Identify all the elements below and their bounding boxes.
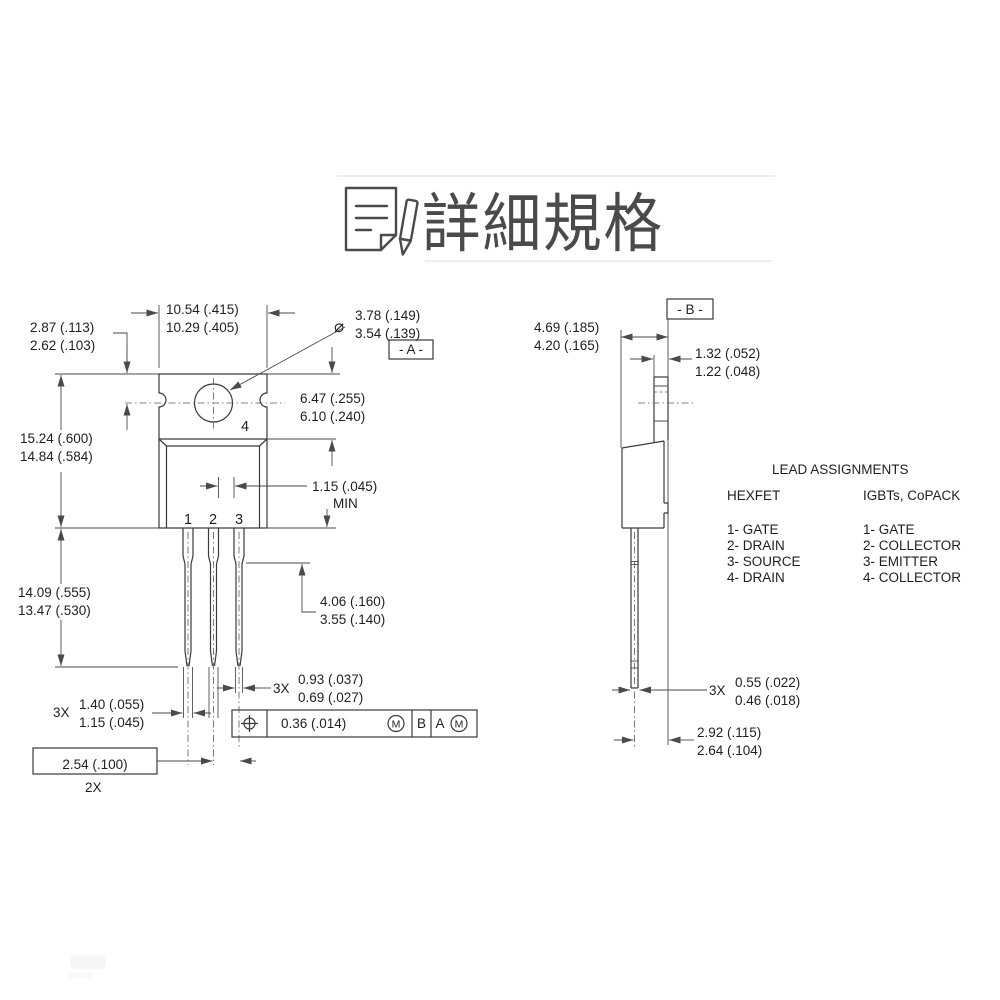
- svg-text:1.15 (.045): 1.15 (.045): [79, 715, 144, 730]
- datum-b-flag: - B -: [666, 298, 714, 320]
- dim-lead-thickness: 3X 0.55 (.022) 0.46 (.018): [612, 675, 800, 708]
- svg-text:4.06 (.160): 4.06 (.160): [320, 594, 385, 609]
- svg-text:2.87 (.113): 2.87 (.113): [30, 320, 94, 335]
- pin3-label: 3: [235, 512, 243, 528]
- svg-text:M: M: [392, 719, 401, 731]
- dim-lead-pitch: 2.54 (.100) 2X: [32, 747, 256, 795]
- svg-text:3X: 3X: [53, 705, 70, 720]
- svg-text:1.15 (.045): 1.15 (.045): [312, 479, 377, 494]
- datum-a-flag: - A -: [388, 339, 434, 360]
- pin4-label: 4: [241, 419, 249, 435]
- svg-text:3X: 3X: [273, 681, 290, 696]
- svg-text:4.20 (.165): 4.20 (.165): [534, 338, 599, 353]
- svg-text:1.40 (.055): 1.40 (.055): [79, 697, 144, 712]
- dim-lead-width: 3X 1.40 (.055) 1.15 (.045): [53, 697, 211, 730]
- hexfet-row: 2- DRAIN: [727, 538, 785, 553]
- header: 詳細規格: [344, 186, 664, 260]
- svg-text:10.54 (.415): 10.54 (.415): [166, 302, 239, 317]
- dim-body-thickness: 4.69 (.185) 4.20 (.165): [534, 320, 668, 448]
- svg-text:10.29 (.405): 10.29 (.405): [166, 320, 239, 335]
- svg-text:1.32 (.052): 1.32 (.052): [695, 346, 760, 361]
- svg-text:1.22 (.048): 1.22 (.048): [695, 364, 760, 379]
- dim-tip-width: 3X 0.93 (.037) 0.69 (.027): [217, 672, 363, 705]
- svg-text:4.69 (.185): 4.69 (.185): [534, 320, 599, 335]
- side-view: - B -: [534, 298, 800, 758]
- svg-text:14.84 (.584): 14.84 (.584): [20, 449, 93, 464]
- svg-text:2.54 (.100): 2.54 (.100): [62, 757, 127, 772]
- igbt-row: 4- COLLECTOR: [863, 570, 961, 585]
- svg-text:6.47 (.255): 6.47 (.255): [300, 391, 365, 406]
- svg-text:0.36 (.014): 0.36 (.014): [281, 716, 346, 731]
- dim-lead-gap: 1.15 (.045) MIN: [200, 477, 377, 511]
- svg-text:MIN: MIN: [333, 496, 358, 511]
- svg-text:2.62 (.103): 2.62 (.103): [30, 338, 95, 353]
- svg-text:2X: 2X: [85, 780, 102, 795]
- dim-hole-diameter: ⌀ 3.78 (.149) 3.54 (.139): [229, 308, 420, 391]
- position-symbol: [241, 715, 258, 732]
- igbt-row: 2- COLLECTOR: [863, 538, 961, 553]
- svg-text:0.69 (.027): 0.69 (.027): [298, 690, 363, 705]
- lead-assignments: LEAD ASSIGNMENTS HEXFET IGBTs, CoPACK 1-…: [727, 462, 961, 585]
- svg-text:3.55 (.140): 3.55 (.140): [320, 612, 385, 627]
- lead-assignments-title: LEAD ASSIGNMENTS: [772, 462, 909, 477]
- svg-text:A: A: [435, 716, 444, 731]
- svg-text:15.24 (.600): 15.24 (.600): [20, 431, 93, 446]
- svg-text:- B -: - B -: [677, 302, 703, 317]
- dim-lead-length: 14.09 (.555) 13.47 (.530): [18, 529, 178, 668]
- lead-3: [233, 528, 245, 693]
- svg-text:3X: 3X: [709, 683, 726, 698]
- mmc-modifier-circle: [450, 714, 468, 733]
- svg-text:3.54 (.139): 3.54 (.139): [355, 326, 420, 341]
- dim-shoulder-length: 4.06 (.160) 3.55 (.140): [246, 509, 385, 627]
- svg-text:6.10 (.240): 6.10 (.240): [300, 409, 365, 424]
- front-view: 4 1 2 3: [18, 302, 478, 795]
- body-outline: [158, 438, 268, 529]
- hexfet-row: 3- SOURCE: [727, 554, 801, 569]
- pen-icon: [398, 198, 419, 256]
- hexfet-row: 1- GATE: [727, 522, 779, 537]
- svg-text:0.93 (.037): 0.93 (.037): [298, 672, 363, 687]
- side-tab: [653, 376, 669, 442]
- tolerance-frame: 0.36 (.014) M B A M: [231, 709, 478, 738]
- dim-overall-height: 15.24 (.600) 14.84 (.584): [20, 373, 159, 529]
- igbt-header: IGBTs, CoPACK: [863, 488, 960, 503]
- page-title: 詳細規格: [422, 188, 664, 260]
- svg-text:M: M: [455, 719, 464, 731]
- dim-tab-width: 10.54 (.415) 10.29 (.405): [131, 302, 295, 368]
- dim-lead-offset: 2.92 (.115) 2.64 (.104): [614, 725, 762, 758]
- svg-text:3.78 (.149): 3.78 (.149): [355, 308, 420, 323]
- pin1-label: 1: [184, 512, 192, 528]
- side-lead: [630, 528, 639, 689]
- svg-text:14.09 (.555): 14.09 (.555): [18, 585, 91, 600]
- igbt-row: 3- EMITTER: [863, 554, 938, 569]
- side-body: [621, 440, 669, 529]
- watermark-lines: [68, 175, 775, 979]
- dim-tab-height: 6.47 (.255) 6.10 (.240): [267, 347, 365, 466]
- svg-text:0.46 (.018): 0.46 (.018): [735, 693, 800, 708]
- svg-text:0.55 (.022): 0.55 (.022): [735, 675, 800, 690]
- pin2-label: 2: [209, 512, 217, 528]
- document-pen-icon: [344, 186, 419, 256]
- diameter-symbol: ⌀: [334, 317, 344, 336]
- dim-hole-offset: 2.87 (.113) 2.62 (.103): [30, 320, 131, 430]
- svg-text:13.47 (.530): 13.47 (.530): [18, 603, 91, 618]
- hexfet-row: 4- DRAIN: [727, 570, 785, 585]
- igbt-row: 1- GATE: [863, 522, 915, 537]
- lead-1: [182, 528, 194, 718]
- lead-2: [207, 528, 220, 718]
- mmc-modifier-circle: [387, 714, 405, 733]
- svg-text:B: B: [417, 716, 426, 731]
- svg-text:2.64 (.104): 2.64 (.104): [697, 743, 762, 758]
- svg-text:2.92 (.115): 2.92 (.115): [697, 725, 761, 740]
- dim-tab-thickness: 1.32 (.052) 1.22 (.048): [630, 346, 760, 379]
- hexfet-header: HEXFET: [727, 488, 780, 503]
- svg-text:- A -: - A -: [399, 342, 423, 357]
